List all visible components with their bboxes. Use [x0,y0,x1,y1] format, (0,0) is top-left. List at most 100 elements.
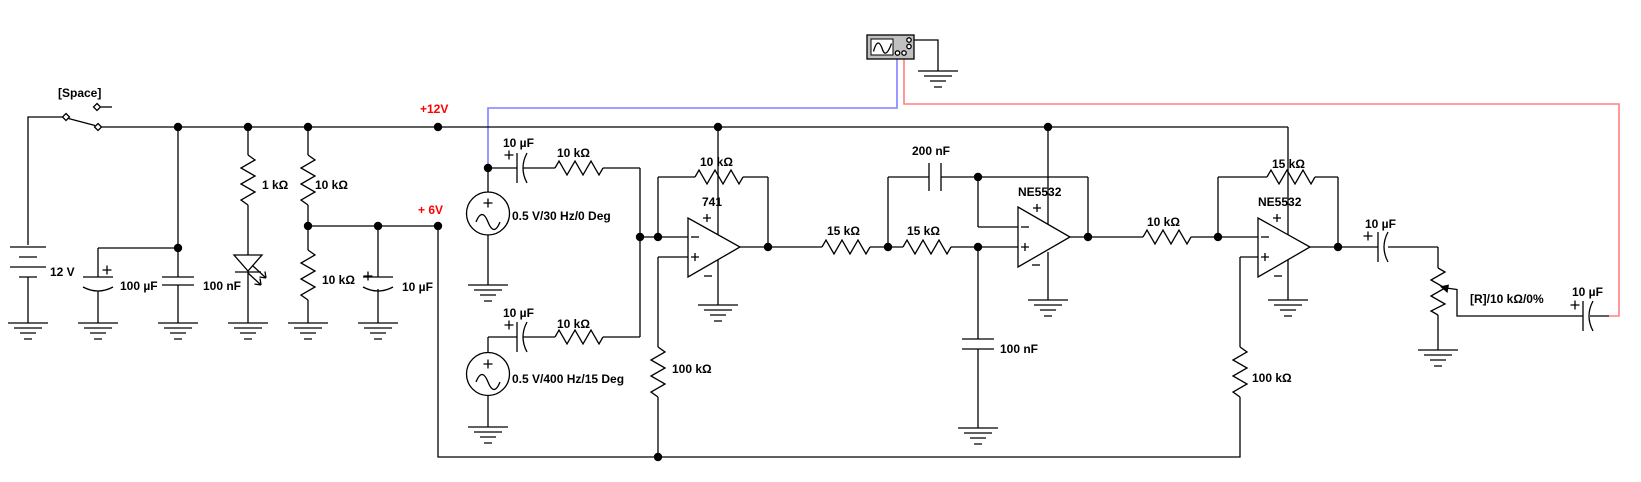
source2-value-label: 0.5 V/400 Hz/15 Deg [512,372,624,386]
space-switch[interactable]: [Space] [58,86,112,132]
junction-dot [303,221,313,231]
ac-source-2[interactable]: 0.5 V/400 Hz/15 Deg [465,351,625,397]
sine-icon [475,213,501,231]
ac-source-1[interactable]: 0.5 V/30 Hz/0 Deg [465,191,611,236]
wire-source1-branch[interactable] [487,167,688,337]
wiper-arrow-icon [1440,284,1449,293]
scope-probe-b-wire[interactable] [903,55,1620,317]
cap-10uf-output2[interactable]: 10 µF [1569,285,1603,332]
divider-bottom-label: 10 kΩ [322,273,355,287]
junction-dot [483,163,493,173]
wire-source2-branch[interactable] [487,336,640,427]
ground-symbol[interactable] [957,427,999,445]
ground-symbol[interactable] [227,322,269,340]
opamp-ne5532-2[interactable]: NE5532 [1257,195,1312,279]
wire-output-stage[interactable] [1310,246,1609,350]
ground-symbol[interactable] [287,322,329,340]
ground-symbol[interactable] [1267,299,1309,317]
resistor-100k-bias1[interactable]: 100 kΩ [650,346,712,398]
ground-symbol[interactable] [77,322,119,340]
resistor-10k-input2[interactable]: 10 kΩ [554,317,604,345]
cap-10uf-output1[interactable]: 10 µF [1362,217,1396,263]
junction-dot [243,122,253,132]
battery-12v[interactable]: 12 V [10,246,75,279]
wire-ne5532-2-feedback[interactable] [1217,176,1339,247]
net-label-6v[interactable]: + 6V [418,203,443,217]
cap-10uf-input2[interactable]: 10 µF [503,306,534,353]
resistor-10k-input1[interactable]: 10 kΩ [554,146,604,176]
opamp-741[interactable]: 741 [687,195,742,279]
junction-dot [713,122,723,132]
positive-supply-mark [1033,204,1041,212]
junction-dot [173,122,183,132]
ground-symbol[interactable] [697,304,739,322]
resistor-10k-divider-bottom[interactable]: 10 kΩ [300,249,355,301]
positive-supply-mark [1273,214,1281,222]
cap-input2-label: 10 µF [503,306,534,320]
scope-probe-a-wire[interactable] [487,55,898,168]
wire-filter-signal[interactable] [740,176,1258,428]
noninverting-input-mark [691,253,699,261]
scope-terminal[interactable] [906,43,912,50]
cap-10uf-input1[interactable]: 10 µF [503,136,534,184]
cap-100nf[interactable]: 100 nF [162,276,241,293]
junction-dot [1213,232,1223,242]
cap-10uf-divider[interactable]: 10 µF [362,270,433,295]
ground-symbol[interactable] [467,284,509,302]
ground-symbol[interactable] [467,426,509,444]
wire-6v-bias-net[interactable] [437,226,1258,458]
scope-terminal-a[interactable] [894,50,901,56]
feedback-741-label: 10 kΩ [700,155,733,169]
noninverting-input-mark [1261,253,1269,261]
sine-icon [475,373,501,391]
scope-terminal-b[interactable] [901,50,907,56]
junction-dot [1043,122,1053,132]
junction-dot [973,172,983,182]
opamp-ne5532-1[interactable]: NE5532 [1017,185,1072,269]
junction-dot [433,122,443,132]
resistor-10k-divider-top[interactable]: 10 kΩ [300,154,348,206]
filter-r1-label: 15 kΩ [827,224,860,238]
resistor-10k-mid[interactable]: 10 kΩ [1142,215,1192,245]
wire-741-feedback[interactable] [657,176,769,247]
cap-200nf-label: 200 nF [912,144,950,158]
wire-bulk-cap[interactable] [97,247,178,323]
battery-label: 12 V [50,265,75,279]
cap-200nf[interactable]: 200 nF [912,144,950,191]
switch-key-label: [Space] [58,86,101,100]
ground-symbol[interactable] [157,322,199,340]
net-label-12v[interactable]: +12V [420,102,448,116]
ground-symbol[interactable] [1027,299,1069,317]
cap-100uf[interactable]: 100 µF [82,264,158,294]
feedback2-label: 15 kΩ [1272,157,1305,171]
ground-symbol[interactable] [1417,349,1459,367]
resistor-15k-feedback2[interactable]: 15 kΩ [1266,157,1316,185]
switch-pole-terminal [61,112,71,122]
scope-terminal[interactable] [906,37,912,43]
resistor-15k-filter2[interactable]: 15 kΩ [902,224,952,255]
cap-100uf-label: 100 µF [120,279,158,293]
ground-symbol[interactable] [917,70,959,88]
switch-blade [68,117,96,127]
wire-battery-to-switch[interactable] [27,116,63,245]
junction-dot [1333,242,1343,252]
resistor-10k-feedback-741[interactable]: 10 kΩ [694,155,744,185]
oscilloscope[interactable] [866,34,915,60]
polarity-plus-icon [1569,299,1581,311]
ground-symbol[interactable] [357,322,399,340]
resistor-15k-filter1[interactable]: 15 kΩ [821,224,871,255]
wire-opamp-grounds[interactable] [717,252,1289,305]
cap-100nf-filter-label: 100 nF [1000,342,1038,356]
resistor-100k-bias2[interactable]: 100 kΩ [1232,346,1292,398]
bias1-label: 100 kΩ [672,362,712,376]
cap-100nf-filter[interactable]: 100 nF [962,338,1038,356]
led[interactable] [232,254,267,286]
potentiometer[interactable]: [R]/10 kΩ/0% [1429,267,1544,316]
polarity-plus-icon [503,149,515,161]
resistor-1k[interactable]: 1 kΩ [240,154,289,206]
wire-scope-ground[interactable] [911,39,939,71]
wire-positive-rail[interactable] [101,126,1289,236]
positive-supply-mark [703,214,711,222]
ground-symbol[interactable] [7,322,49,340]
